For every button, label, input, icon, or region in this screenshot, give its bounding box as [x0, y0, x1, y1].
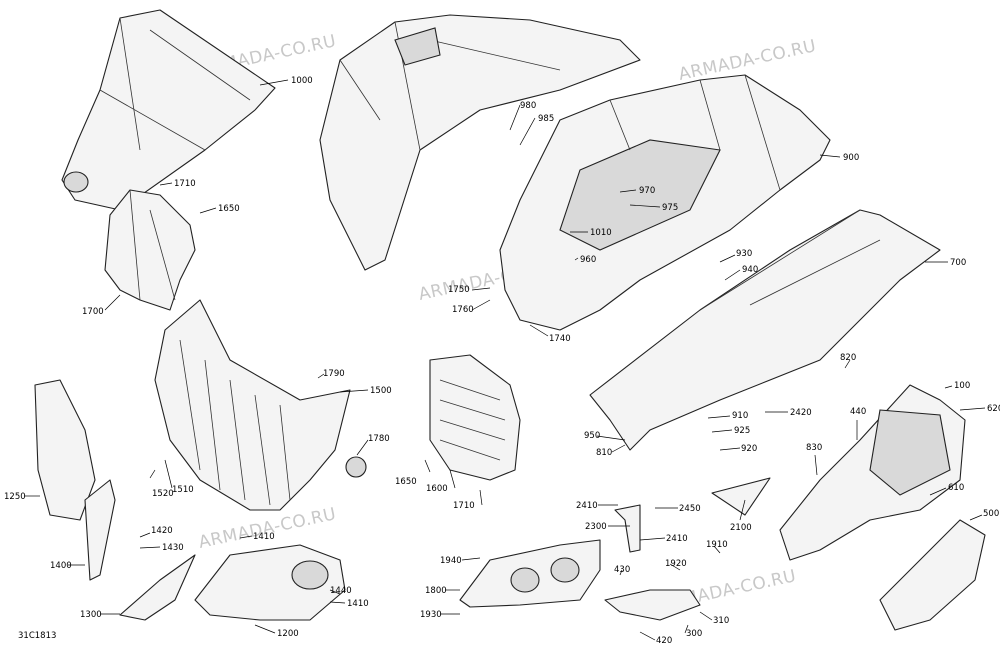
callout: 1650 — [395, 477, 417, 487]
callout: 1780 — [368, 434, 390, 444]
callout: 1410 — [347, 599, 369, 609]
callout: 1200 — [277, 629, 299, 639]
callout: 1740 — [549, 334, 571, 344]
callout: 620 — [987, 404, 1000, 414]
callout: 1500 — [370, 386, 392, 396]
part-430-lens — [604, 589, 701, 621]
part-100-right-panel — [779, 384, 966, 561]
callout: 1010 — [590, 228, 612, 238]
callout: 440 — [850, 407, 866, 417]
callout: 830 — [806, 443, 822, 453]
callout: 1710 — [174, 179, 196, 189]
callout: 900 — [843, 153, 859, 163]
callout: 1420 — [151, 526, 173, 536]
part-upper-panel — [319, 14, 641, 271]
callout: 2100 — [730, 523, 752, 533]
callout: 1400 — [50, 561, 72, 571]
callout-labels: 1000 980 985 900 970 975 1010 960 930 94… — [4, 76, 1000, 646]
callout: 2450 — [679, 504, 701, 514]
callout: 960 — [580, 255, 596, 265]
callout: 1940 — [440, 556, 462, 566]
callout: 930 — [736, 249, 752, 259]
part-500-panel — [879, 519, 986, 631]
callout: 1790 — [323, 369, 345, 379]
callout: 2410 — [666, 534, 688, 544]
figure-code: 31C1813 — [18, 631, 56, 641]
callout: 1440 — [330, 586, 352, 596]
callout: 1000 — [291, 76, 313, 86]
callout: 1520 — [152, 489, 174, 499]
part-1300-cover — [119, 554, 196, 621]
leader-lines — [24, 79, 986, 641]
callout: 420 — [656, 636, 672, 646]
callout: 1250 — [4, 492, 26, 502]
callout: 1930 — [420, 610, 442, 620]
callout: 940 — [742, 265, 758, 275]
callout: 985 — [538, 114, 554, 124]
callout: 1600 — [426, 484, 448, 494]
callout: 100 — [954, 381, 970, 391]
callout: 970 — [639, 186, 655, 196]
part-700-side-panel — [589, 209, 941, 451]
part-900-frame — [499, 74, 831, 331]
callout: 1650 — [218, 204, 240, 214]
callout: 810 — [596, 448, 612, 458]
callout: 500 — [983, 509, 999, 519]
part-2100-trim — [711, 477, 771, 516]
callout: 310 — [713, 616, 729, 626]
callout: 925 — [734, 426, 750, 436]
callout: 1910 — [706, 540, 728, 550]
callout: 950 — [584, 431, 600, 441]
callout: 1710 — [453, 501, 475, 511]
callout: 975 — [662, 203, 678, 213]
callout: 1410 — [253, 532, 275, 542]
callout: 1760 — [452, 305, 474, 315]
callout: 1920 — [665, 559, 687, 569]
callout: 1430 — [162, 543, 184, 553]
part-1800-light-housing — [459, 539, 601, 608]
callout: 920 — [741, 444, 757, 454]
callout: 1510 — [172, 485, 194, 495]
callout: 910 — [732, 411, 748, 421]
callout: 610 — [948, 483, 964, 493]
callout: 430 — [614, 565, 630, 575]
part-1500-front-grille — [154, 299, 351, 511]
callout: 980 — [520, 101, 536, 111]
part-1700-bracket — [104, 189, 196, 311]
part-1780-cap — [345, 456, 367, 478]
callout: 1800 — [425, 586, 447, 596]
part-1000-hood-cover — [61, 9, 276, 211]
callout: 2410 — [576, 501, 598, 511]
callout: 300 — [686, 629, 702, 639]
part-1400-strip — [84, 479, 116, 581]
callout: 1300 — [80, 610, 102, 620]
callout: 2420 — [790, 408, 812, 418]
callout: 700 — [950, 258, 966, 268]
part-1600-vent — [429, 354, 521, 481]
callout: 1700 — [82, 307, 104, 317]
callout: 1750 — [448, 285, 470, 295]
part-2300-bracket — [614, 504, 641, 553]
callout: 2300 — [585, 522, 607, 532]
callout: 820 — [840, 353, 856, 363]
part-1200-headlight-housing — [194, 544, 346, 621]
watermark: ARMADA-CO.RU — [197, 504, 338, 553]
